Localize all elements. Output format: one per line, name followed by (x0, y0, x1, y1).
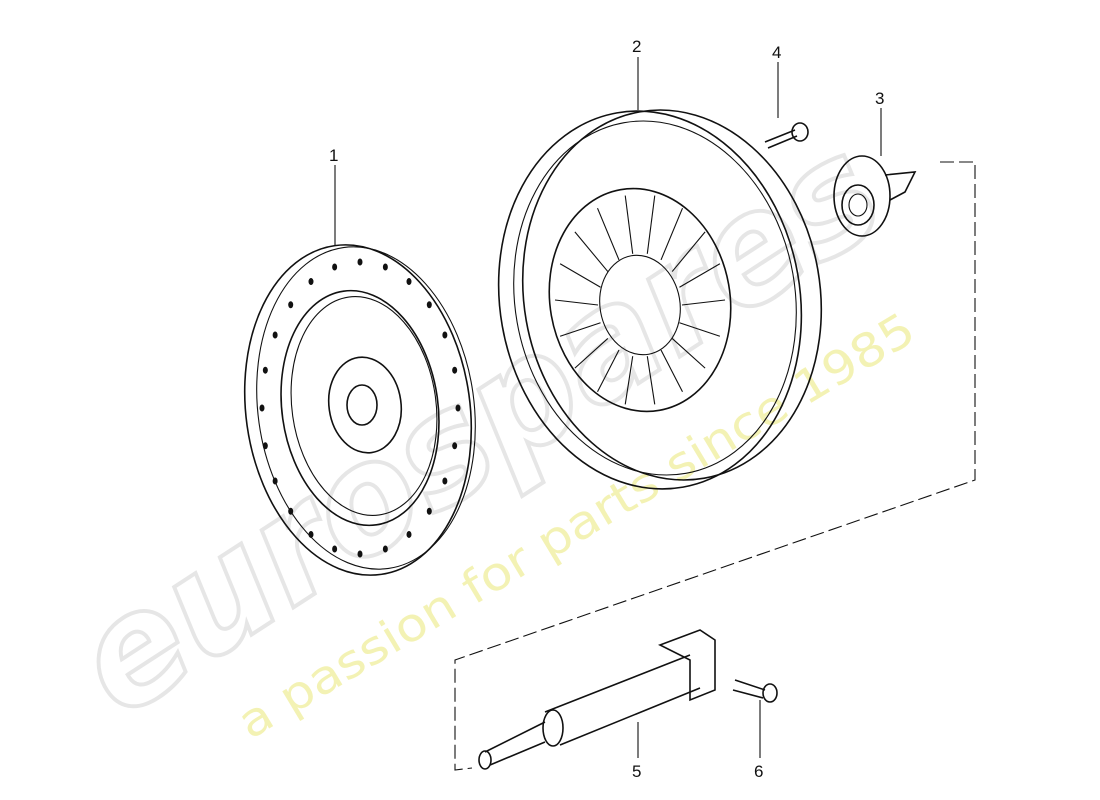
callout-1[interactable]: 1 (329, 146, 338, 165)
rivet-hole (382, 545, 388, 553)
rivet-hole (426, 507, 432, 515)
rivet-hole (288, 301, 294, 309)
spring-finger (624, 195, 634, 254)
spring-finger (681, 299, 726, 306)
spring-finger (624, 356, 634, 405)
spring-finger (559, 322, 601, 337)
rivet-hole (442, 477, 448, 485)
rivet-hole (442, 331, 448, 339)
rivet-hole (406, 278, 412, 286)
rivet-hole (259, 404, 265, 412)
rivet-hole (406, 530, 412, 538)
callout-6[interactable]: 6 (754, 762, 763, 781)
assembly-bracket (454, 161, 976, 771)
rivet-hole (272, 477, 278, 485)
rivet-hole (426, 301, 432, 309)
rivet-hole (332, 545, 338, 553)
callout-2[interactable]: 2 (632, 37, 641, 56)
bolt-6[interactable] (732, 679, 778, 703)
rivet-hole (452, 366, 458, 374)
spring-finger (671, 338, 706, 369)
callout-4[interactable]: 4 (772, 43, 781, 62)
spring-finger (574, 338, 609, 369)
spring-finger (596, 207, 620, 261)
spring-finger (660, 207, 684, 261)
callout-5[interactable]: 5 (632, 762, 641, 781)
spring-finger (554, 299, 599, 306)
spring-finger (574, 231, 609, 272)
rivet-hole (308, 278, 314, 286)
rivet-hole (357, 550, 363, 558)
rivet-hole (332, 263, 338, 271)
clutch-disc[interactable] (224, 230, 496, 590)
rivet-hole (272, 331, 278, 339)
watermark: eurospares a passion for parts since 198… (43, 101, 924, 752)
spring-finger (646, 195, 656, 254)
rivet-hole (288, 507, 294, 515)
spring-finger (679, 263, 721, 288)
rivet-hole (262, 366, 268, 374)
spring-finger (559, 263, 601, 288)
spring-finger (671, 231, 706, 272)
release-bearing[interactable] (833, 155, 917, 237)
callout-3[interactable]: 3 (875, 89, 884, 108)
rivet-hole (382, 263, 388, 271)
rivet-hole (455, 404, 461, 412)
rivet-hole (262, 442, 268, 450)
spring-finger (679, 322, 721, 337)
rivet-hole (357, 258, 363, 266)
rivet-hole (308, 530, 314, 538)
leader-lines (334, 57, 882, 758)
guide-shaft[interactable] (478, 629, 716, 770)
bolt-4[interactable] (764, 122, 809, 149)
spring-finger (646, 356, 656, 405)
pressure-plate[interactable] (469, 86, 850, 513)
spring-finger (660, 349, 683, 393)
rivet-hole (452, 442, 458, 450)
spring-finger (597, 349, 620, 393)
